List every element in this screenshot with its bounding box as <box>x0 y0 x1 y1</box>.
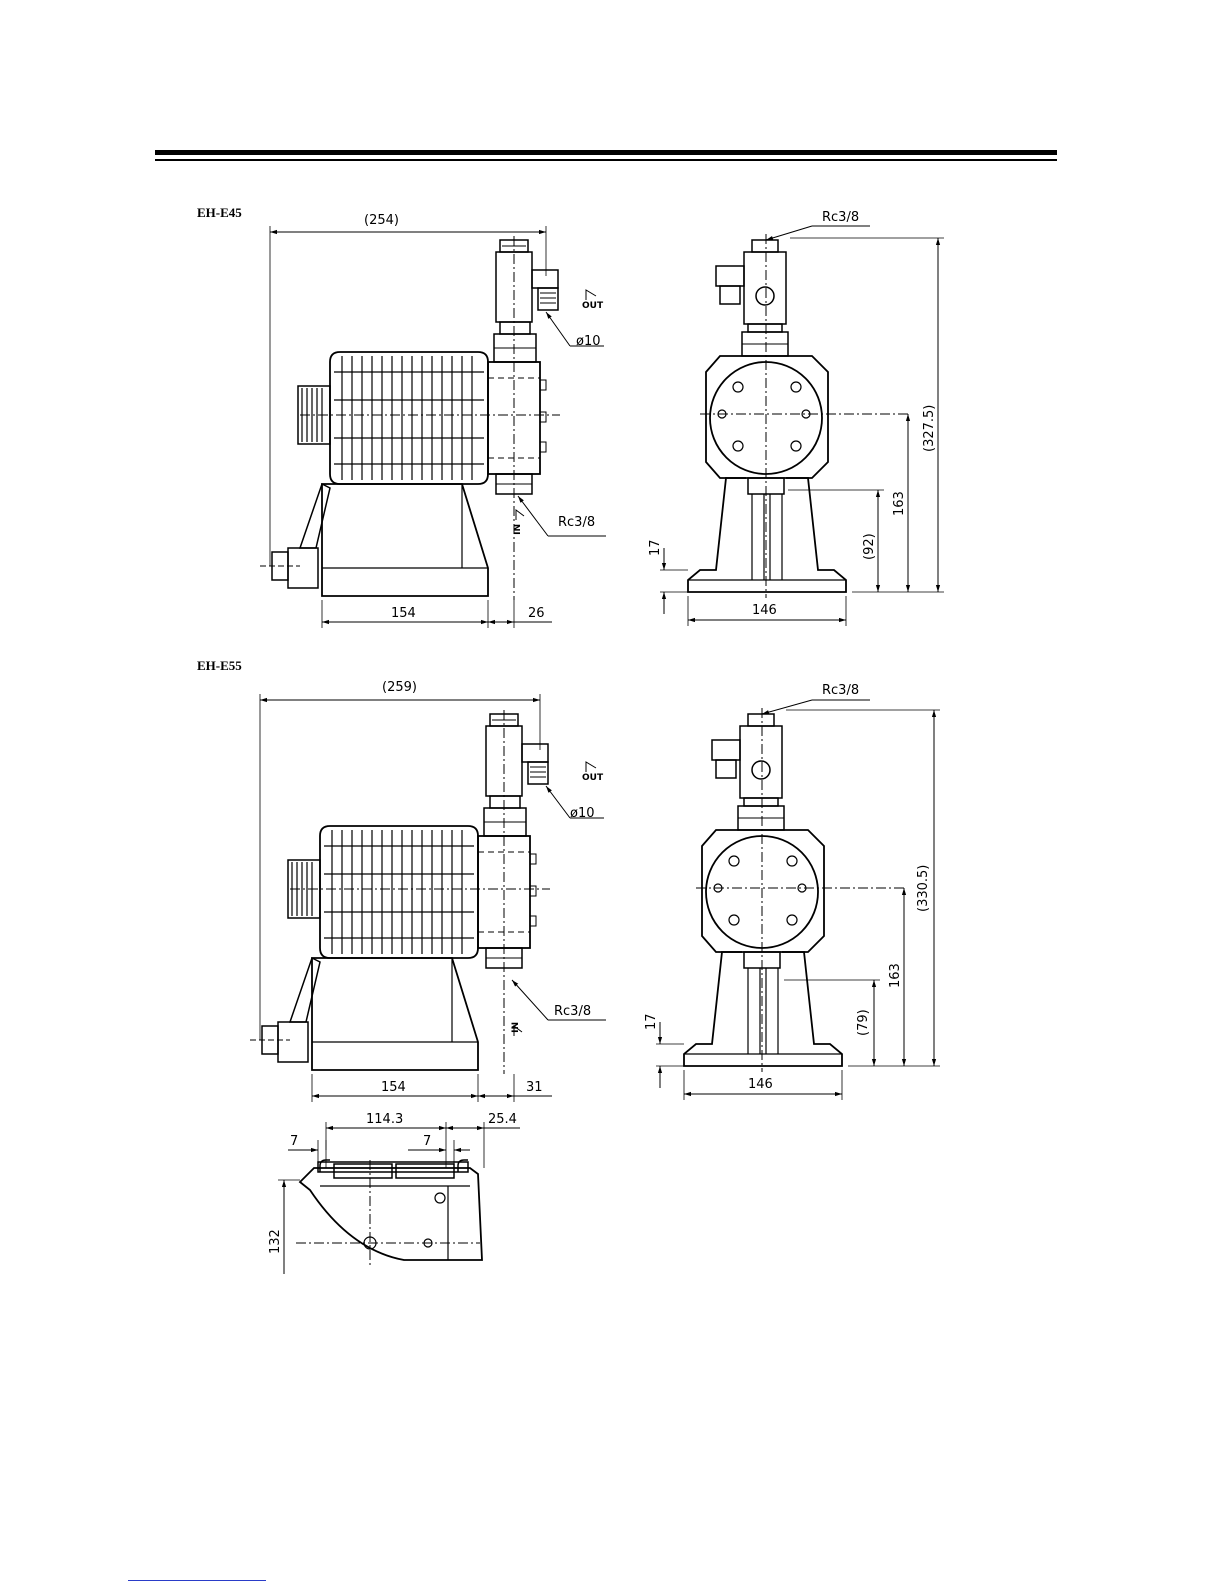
e55-center-height: 163 <box>888 963 903 988</box>
e45-inlet-offset: 26 <box>528 606 545 621</box>
e55-out-label: OUT <box>582 774 603 783</box>
e45-inlet-thread: Rc3/8 <box>558 515 595 530</box>
e55-outlet-thread: Rc3/8 <box>822 683 859 698</box>
footer-link-underline <box>128 1580 266 1581</box>
e45-tube-diameter: ø10 <box>576 334 601 349</box>
e45-base-thickness: 17 <box>648 539 663 556</box>
plan-hole-spacing: 114.3 <box>366 1112 403 1127</box>
e45-overall-width: (254) <box>364 213 399 228</box>
e55-base-thickness: 17 <box>644 1013 659 1030</box>
e55-tube-diameter: ø10 <box>570 806 595 821</box>
plan-edge-offset: 25.4 <box>488 1112 517 1127</box>
e45-base-width: 146 <box>752 603 777 618</box>
e55-overall-width: (259) <box>382 680 417 695</box>
e45-center-height: 163 <box>892 491 907 516</box>
e55-overall-height: (330.5) <box>916 865 931 912</box>
e45-out-label: OUT <box>582 302 603 311</box>
e45-base-length: 154 <box>391 606 416 621</box>
e55-inlet-height: (79) <box>856 1009 871 1036</box>
plan-depth: 132 <box>268 1229 283 1254</box>
plan-slot-right: 7 <box>423 1134 431 1149</box>
e55-base-length: 154 <box>381 1080 406 1095</box>
e55-inlet-offset: 31 <box>526 1080 543 1095</box>
e55-base-width: 146 <box>748 1077 773 1092</box>
e55-inlet-thread: Rc3/8 <box>554 1004 591 1019</box>
plan-slot-left: 7 <box>290 1134 298 1149</box>
e55-in-label: IN <box>512 1022 521 1033</box>
e45-outlet-thread: Rc3/8 <box>822 210 859 225</box>
e45-overall-height: (327.5) <box>922 405 937 452</box>
e45-in-label: IN <box>514 524 523 535</box>
base-plan-linework <box>296 1160 482 1266</box>
e45-inlet-height: (92) <box>862 533 877 560</box>
